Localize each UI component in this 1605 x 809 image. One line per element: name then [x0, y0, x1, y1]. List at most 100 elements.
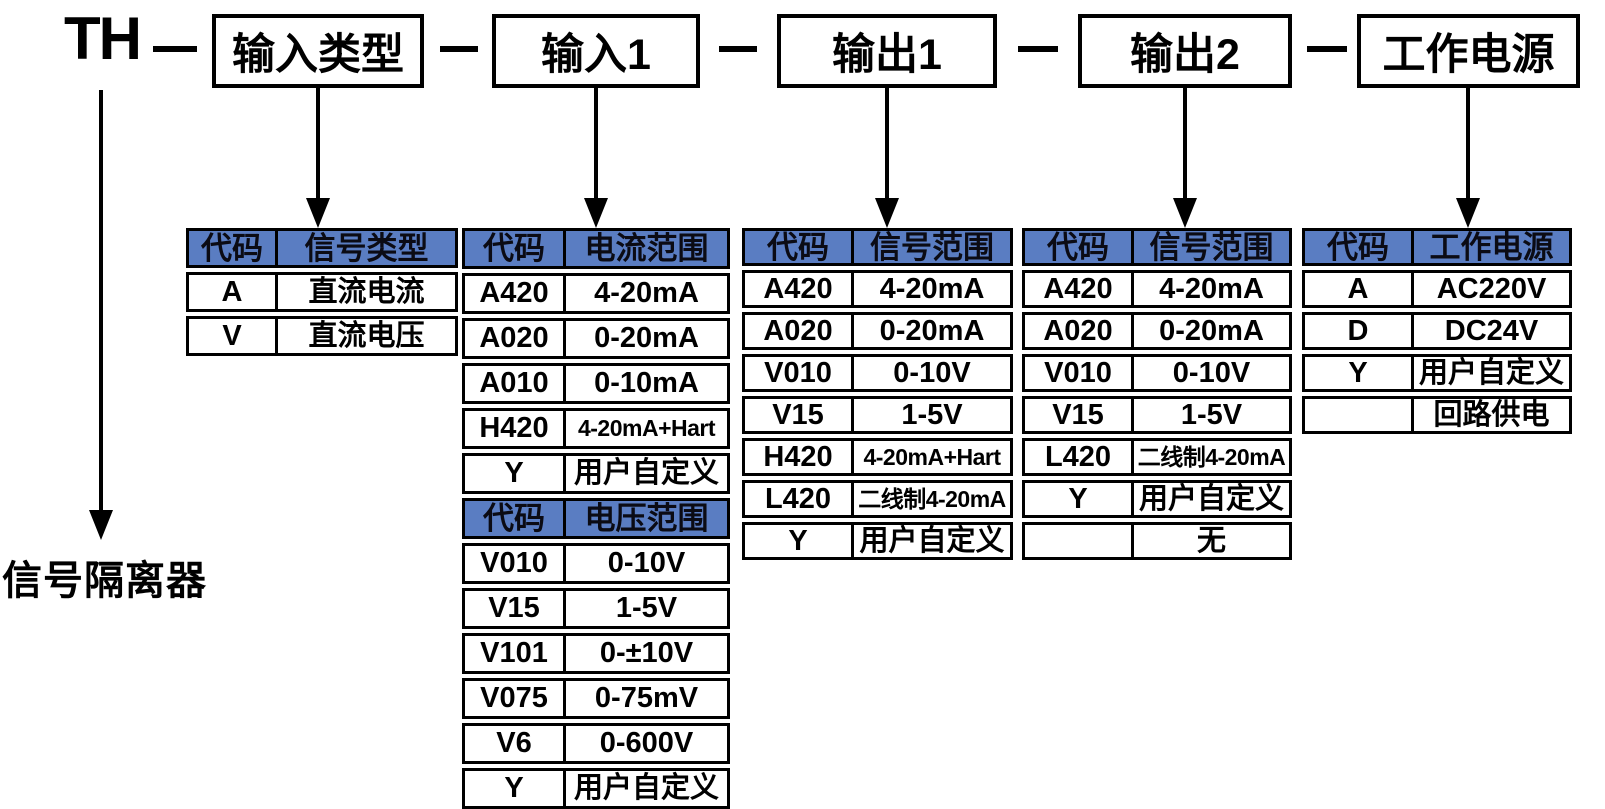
code-cell: A020	[465, 321, 566, 356]
code-cell: V15	[745, 399, 854, 431]
value-cell: 1-5V	[901, 399, 963, 431]
field-box-label: 输出1	[832, 31, 942, 79]
value-cell: 4-20mA	[879, 273, 985, 305]
code-cell: V010	[745, 357, 854, 389]
code-cell: H420	[465, 411, 566, 446]
arrow-head-icon	[89, 510, 113, 540]
value-cell: 用户自定义	[1138, 483, 1284, 515]
connector-dash	[440, 46, 478, 52]
field-box-label: 输入1	[541, 31, 651, 79]
code-cell: Y	[1305, 357, 1414, 389]
value-cell: 4-20mA	[1159, 273, 1264, 305]
value-cell: 二线制4-20mA	[1137, 443, 1286, 470]
table-row: V6 0-600V	[462, 723, 730, 764]
arrow-line	[1183, 88, 1187, 202]
field-box-label: 输入类型	[232, 31, 404, 79]
code-cell: A420	[465, 276, 566, 311]
value-cell: AC220V	[1436, 273, 1547, 305]
table-row: V010 0-10V	[462, 543, 730, 584]
down-arrow-input-type	[306, 88, 330, 228]
table-header-row: 代码信号类型	[186, 228, 458, 268]
down-arrow-power-supply	[1456, 88, 1480, 228]
connector-dash	[719, 46, 757, 52]
code-cell	[1305, 399, 1414, 431]
value-cell: 0-20mA	[1159, 315, 1264, 347]
arrow-line	[1466, 88, 1470, 202]
code-cell: L420	[1025, 441, 1134, 473]
value-cell: 4-20mA+Hart	[577, 415, 716, 441]
column-header-code: 代码	[189, 231, 278, 265]
arrow-head-icon	[1173, 198, 1197, 228]
code-cell: H420	[745, 441, 854, 473]
field-box-output-1: 输出1	[777, 14, 997, 88]
column-header-value: 电流范围	[566, 231, 727, 266]
value-cell: 0-75mV	[594, 682, 699, 714]
table-header-row: 代码电压范围	[462, 498, 730, 539]
connector-dash	[153, 46, 197, 52]
down-arrow-output-1	[875, 88, 899, 228]
value-cell: 0-10V	[1172, 357, 1251, 389]
column-header-value: 信号范围	[1134, 231, 1289, 263]
table-row: A 直流电流	[186, 272, 458, 312]
code-cell: V101	[465, 636, 566, 671]
value-cell: 直流电压	[308, 319, 425, 352]
code-cell: A420	[1025, 273, 1134, 305]
code-cell: A	[189, 275, 278, 309]
value-cell: 0-10V	[893, 357, 971, 389]
table-row: 回路供电	[1302, 396, 1572, 434]
connector-dash	[1307, 46, 1347, 52]
value-cell: 1-5V	[615, 592, 678, 624]
code-cell: V15	[465, 591, 566, 626]
table-header-row: 代码信号范围	[742, 228, 1013, 266]
code-cell: A010	[465, 366, 566, 401]
value-cell: 用户自定义	[573, 457, 719, 489]
prefix-meaning-label: 信号隔离器	[2, 559, 207, 603]
field-box-label: 工作电源	[1382, 31, 1555, 79]
code-cell: Y	[1025, 483, 1134, 515]
value-cell: 0-600V	[599, 727, 694, 759]
code-cell: V6	[465, 726, 566, 761]
code-cell: D	[1305, 315, 1414, 347]
column-header-code: 代码	[465, 231, 566, 266]
field-box-power-supply: 工作电源	[1357, 14, 1580, 88]
field-box-input-type: 输入类型	[212, 14, 424, 88]
column-header-code: 代码	[465, 501, 566, 536]
value-cell: 二线制4-20mA	[858, 485, 1006, 512]
arrow-line	[99, 90, 103, 512]
code-cell: A420	[745, 273, 854, 305]
value-cell: 0-10mA	[594, 367, 699, 399]
down-arrow-prefix	[89, 90, 113, 540]
code-cell	[1025, 525, 1134, 557]
column-header-code: 代码	[745, 231, 854, 263]
table-header-row: 代码工作电源	[1302, 228, 1572, 266]
column-header-value: 工作电源	[1414, 231, 1569, 263]
arrow-head-icon	[584, 198, 608, 228]
value-cell: 用户自定义	[573, 772, 719, 804]
value-cell: 0-10V	[607, 547, 686, 579]
value-cell: 1-5V	[1180, 399, 1243, 431]
column-header-value: 信号范围	[854, 231, 1010, 263]
value-cell: 直流电流	[308, 275, 425, 308]
table-row: H420 4-20mA+Hart	[462, 408, 730, 449]
down-arrow-input-1	[584, 88, 608, 228]
arrow-line	[594, 88, 598, 202]
down-arrow-output-2	[1173, 88, 1197, 228]
table-row: A420 4-20mA	[742, 270, 1013, 308]
code-cell: V010	[465, 546, 566, 581]
